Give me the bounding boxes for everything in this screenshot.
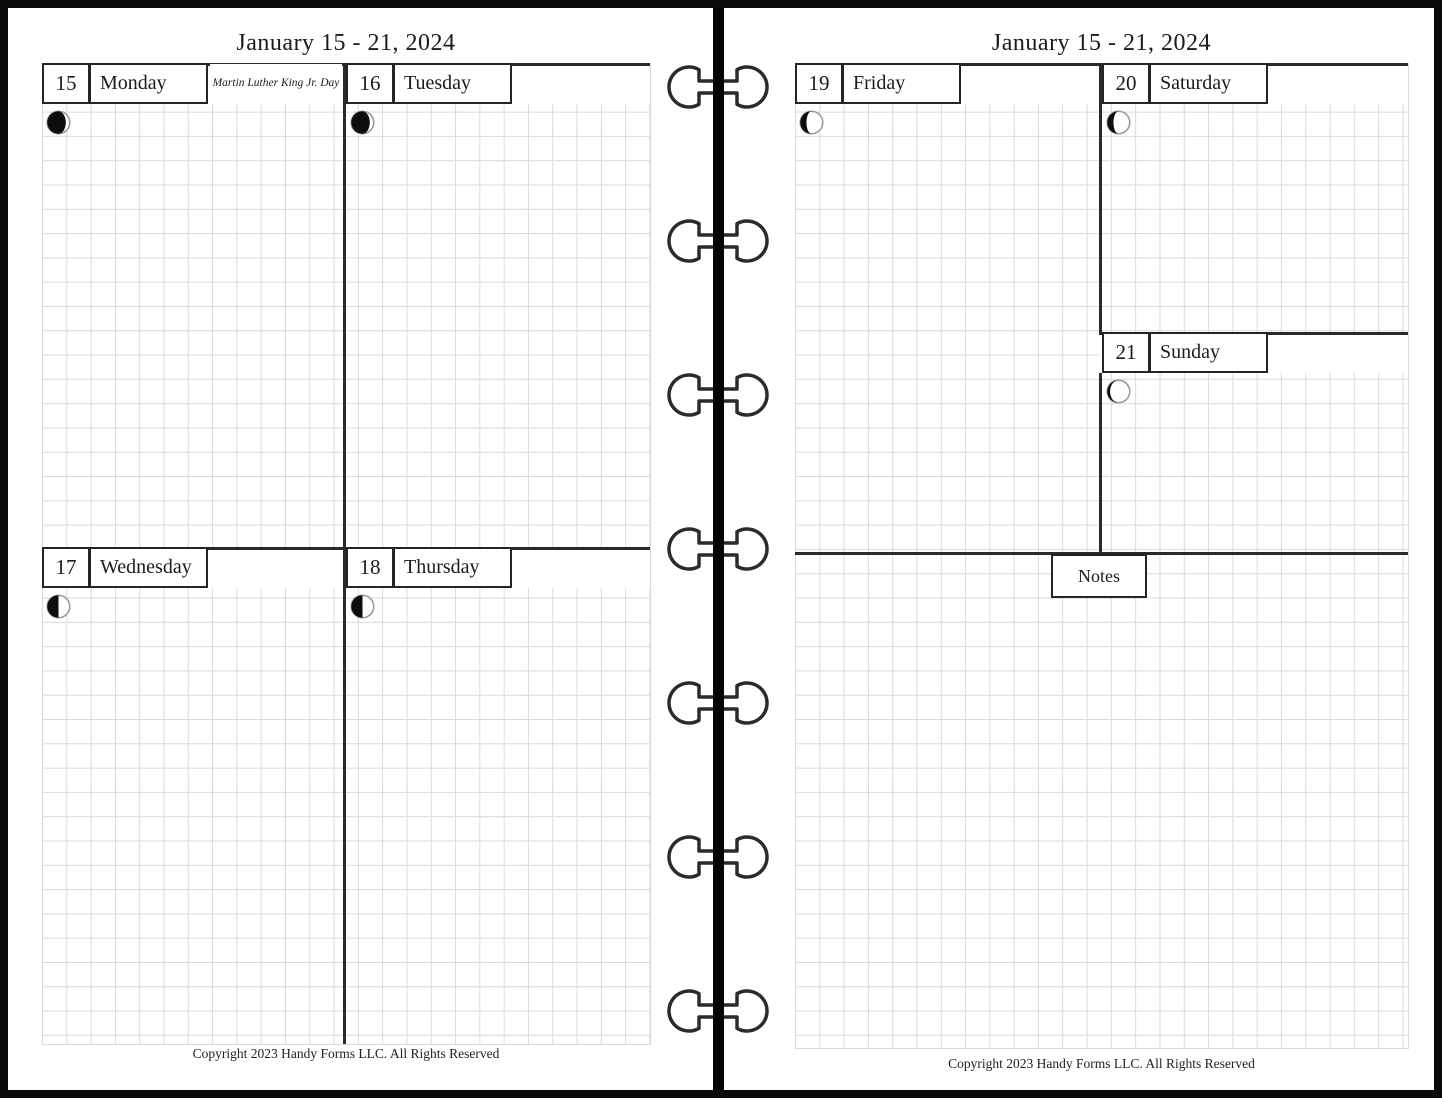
day-name: Thursday [393, 547, 512, 588]
day-name: Wednesday [89, 547, 208, 588]
day-number: 16 [346, 63, 394, 104]
day-name: Saturday [1149, 63, 1268, 104]
holiday-note-empty [210, 550, 342, 587]
notes-label: Notes [1051, 554, 1147, 598]
copyright-text: Copyright 2023 Handy Forms LLC. All Righ… [192, 1046, 500, 1061]
day-number: 20 [1102, 63, 1150, 104]
day-number: 17 [42, 547, 90, 588]
day-number: 19 [795, 63, 843, 104]
page-title: January 15 - 21, 2024 [236, 30, 456, 56]
column-divider [343, 547, 346, 1044]
day-number: 18 [346, 547, 394, 588]
spine-bar [713, 8, 724, 1090]
column-divider [1099, 63, 1102, 552]
day-name: Friday [842, 63, 961, 104]
moon-phase-icon [46, 594, 71, 619]
copyright-text: Copyright 2023 Handy Forms LLC. All Righ… [948, 1056, 1255, 1071]
moon-phase-icon [1106, 110, 1131, 135]
notes-rule [795, 552, 1408, 555]
day-name: Monday [89, 63, 208, 104]
day-name: Tuesday [393, 63, 512, 104]
moon-phase-icon [799, 110, 824, 135]
day-name: Sunday [1149, 332, 1268, 373]
page-title: January 15 - 21, 2024 [991, 30, 1212, 56]
holiday-note: Martin Luther King Jr. Day [210, 64, 342, 103]
moon-phase-icon [350, 594, 375, 619]
right-page-grid: 19 Friday 20 Saturday 21 Sunday Notes [795, 63, 1409, 1049]
moon-phase-icon [350, 110, 375, 135]
moon-phase-icon [1106, 379, 1131, 404]
moon-phase-icon [46, 110, 71, 135]
day-number: 15 [42, 63, 90, 104]
left-page-grid: 15 Monday Martin Luther King Jr. Day 16 … [42, 63, 651, 1045]
day-number: 21 [1102, 332, 1150, 373]
